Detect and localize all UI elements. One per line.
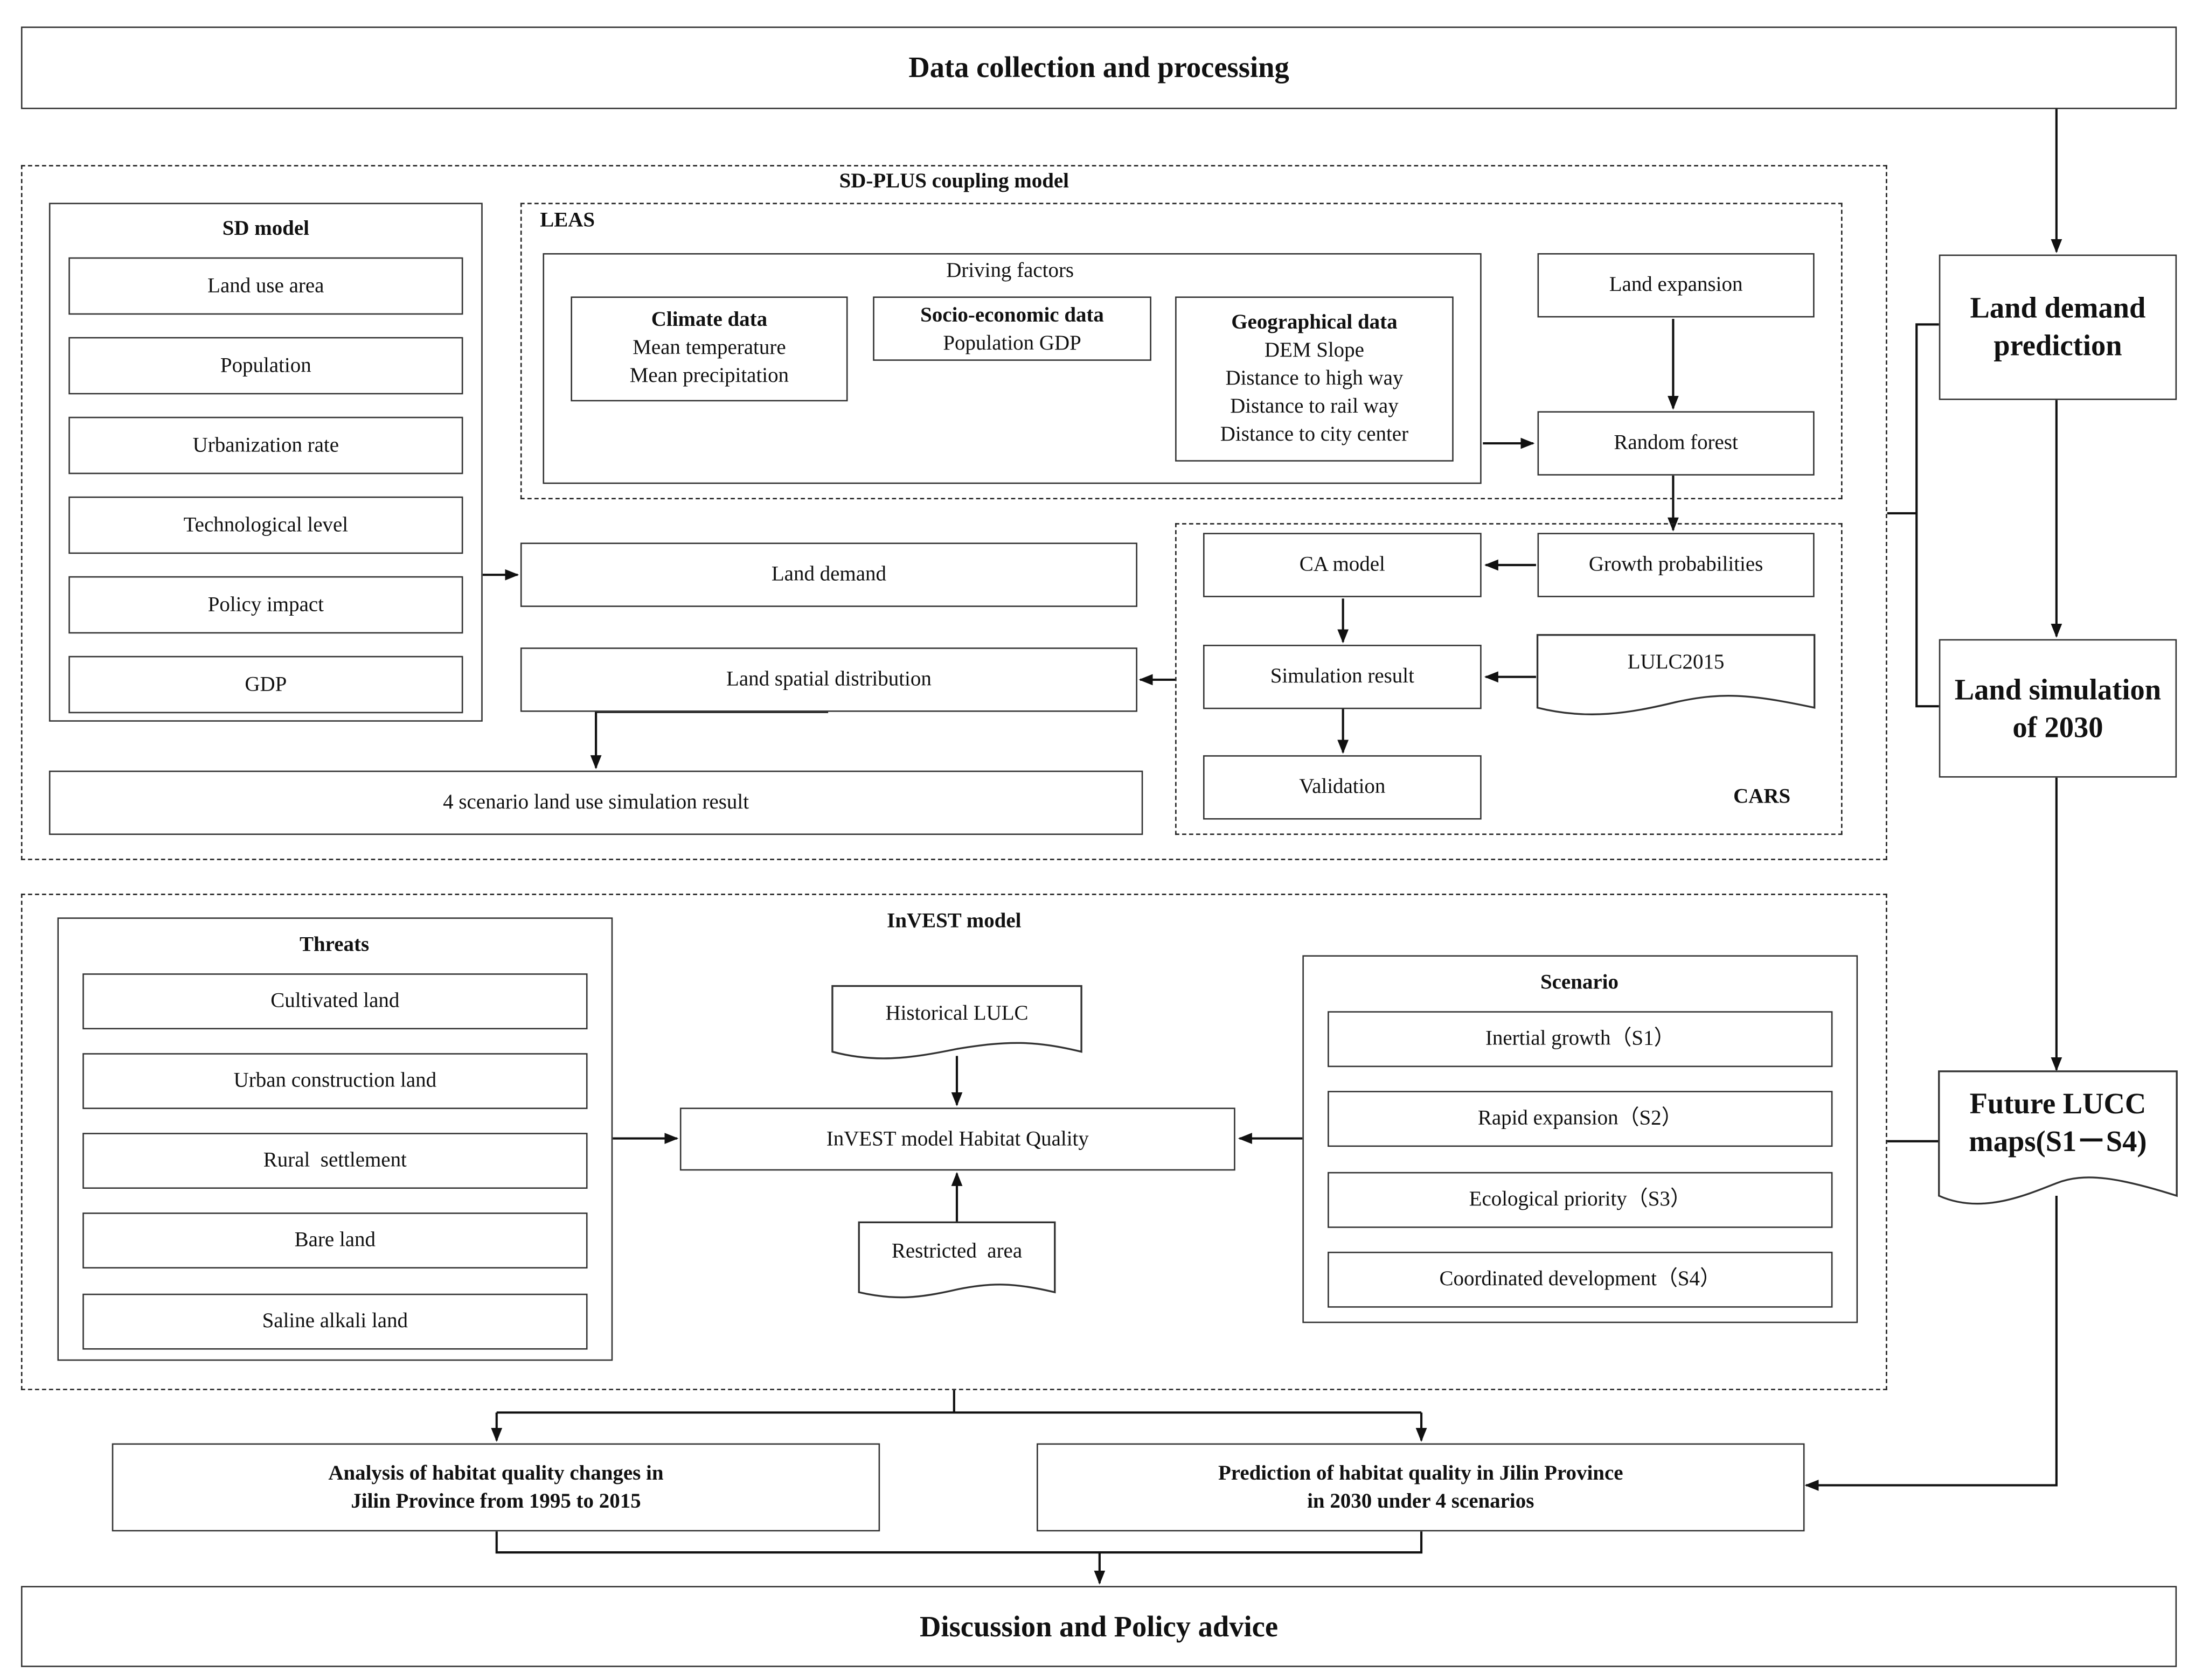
historical-lulc-doc-shape <box>831 985 1082 1059</box>
scenario-result-box: 4 scenario land use simulation result <box>48 770 1143 835</box>
land-simulation-box: Land simulation of 2030 <box>1939 639 2177 778</box>
sd-item: Policy impact <box>68 576 463 634</box>
threats-title: Threats <box>299 934 370 957</box>
scenario-title: Scenario <box>1540 972 1619 995</box>
simulation-result-box: Simulation result <box>1203 644 1482 709</box>
scenario-item: Rapid expansion（S2） <box>1328 1091 1833 1147</box>
validation-box: Validation <box>1203 755 1482 820</box>
growth-probabilities-box: Growth probabilities <box>1537 533 1815 597</box>
threat-item: Cultivated land <box>82 973 588 1030</box>
future-lucc-label: Future LUCC maps(S1－S4) <box>1969 1086 2147 1158</box>
land-demand-box: Land demand <box>520 542 1137 607</box>
random-forest-box: Random forest <box>1537 411 1815 476</box>
future-lucc-doc-shape <box>1938 1070 2178 1205</box>
scenario-item: Coordinated development（S4） <box>1328 1251 1833 1308</box>
lulc2015-label: LULC2015 <box>1627 651 1725 674</box>
land-spatial-distribution-box: Land spatial distribution <box>520 647 1137 712</box>
threat-item: Bare land <box>82 1212 588 1269</box>
climate-data-box: Climate data Mean temperature Mean preci… <box>571 296 848 402</box>
sd-item: Technological level <box>68 496 463 554</box>
restricted-area-doc-shape <box>858 1221 1056 1299</box>
cars-container <box>1175 523 1843 835</box>
invest-title: InVEST model <box>887 910 1022 933</box>
sd-item: Land use area <box>68 257 463 315</box>
sd-item: Population <box>68 337 463 395</box>
scenario-item: Inertial growth（S1） <box>1328 1011 1833 1068</box>
historical-lulc-label: Historical LULC <box>885 1002 1029 1026</box>
leas-container <box>520 203 1843 499</box>
sd-item: Urbanization rate <box>68 416 463 475</box>
land-demand-prediction-box: Land demand prediction <box>1939 254 2177 400</box>
sdplus-container <box>20 165 1887 860</box>
geographical-data-box: Geographical data DEM Slope Distance to … <box>1175 296 1454 462</box>
socio-economic-data-box: Socio-economic data Population GDP <box>873 296 1151 361</box>
habitat-quality-box: InVEST model Habitat Quality <box>679 1107 1235 1171</box>
prediction-box: Prediction of habitat quality in Jilin P… <box>1037 1443 1805 1532</box>
sd-model-title: SD model <box>222 218 309 241</box>
sd-item: GDP <box>68 656 463 714</box>
lulc2015-doc-shape <box>1536 634 1816 715</box>
land-expansion-box: Land expansion <box>1537 253 1815 318</box>
data-collection-banner: Data collection and processing <box>20 26 2177 109</box>
invest-container <box>20 894 1887 1390</box>
analysis-box: Analysis of habitat quality changes in J… <box>112 1443 880 1532</box>
discussion-banner: Discussion and Policy advice <box>20 1586 2177 1668</box>
threat-item: Urban construction land <box>82 1053 588 1110</box>
cars-title: CARS <box>1733 786 1791 808</box>
leas-title: LEAS <box>540 210 595 233</box>
driving-factors-title: Driving factors <box>946 260 1074 283</box>
ca-model-box: CA model <box>1203 533 1482 597</box>
discussion-label: Discussion and Policy advice <box>920 1609 1279 1643</box>
data-collection-label: Data collection and processing <box>908 50 1289 84</box>
restricted-area-label: Restricted area <box>891 1240 1023 1263</box>
scenario-item: Ecological priority（S3） <box>1328 1172 1833 1228</box>
threat-item: Rural settlement <box>82 1133 588 1189</box>
threat-item: Saline alkali land <box>82 1293 588 1350</box>
sdplus-title: SD-PLUS coupling model <box>839 170 1069 193</box>
